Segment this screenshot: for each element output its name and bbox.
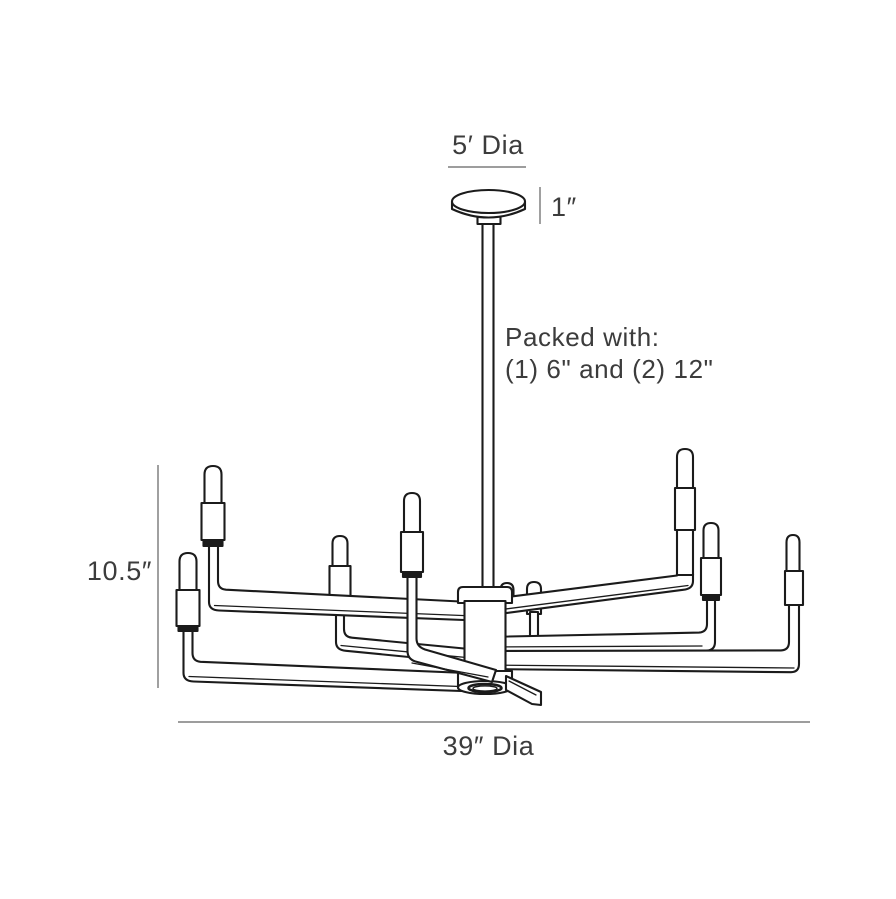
socket	[783, 569, 805, 607]
arm-edge-line	[213, 604, 488, 618]
blade	[504, 674, 543, 707]
canopy-disc	[450, 188, 527, 215]
arm	[482, 572, 695, 618]
socket	[175, 588, 201, 628]
arm-edge-line	[485, 664, 795, 669]
candle-arm-back-left	[200, 464, 492, 623]
front-arm-blade	[504, 674, 543, 707]
socket	[399, 530, 425, 574]
arm-edge-line	[188, 675, 488, 689]
downrod	[481, 218, 495, 592]
bulb	[203, 464, 223, 505]
socket-joint	[202, 538, 224, 548]
socket-joint	[401, 570, 423, 579]
arm-edge-line	[411, 662, 489, 678]
bulb	[785, 533, 801, 573]
hub-top-flange	[456, 585, 514, 605]
bulb	[331, 534, 349, 568]
candle-arm-front-left	[175, 551, 492, 694]
dimension-lines	[157, 166, 810, 723]
bulb	[675, 447, 695, 490]
socket-joint	[701, 593, 721, 602]
socket	[673, 486, 697, 532]
candle-arm-back-right	[482, 447, 697, 618]
bulb	[178, 551, 198, 592]
socket	[699, 556, 723, 597]
canopy-diameter-label: 5′ Dia	[452, 130, 524, 160]
canopy	[450, 188, 527, 226]
hub-opening-inner	[472, 685, 498, 692]
arm-edge-line	[485, 584, 689, 613]
blade-edge-line	[508, 680, 537, 696]
candle-sleeve	[675, 528, 695, 577]
fixture-height-label: 10.5″	[86, 556, 152, 586]
packed-with-line1: Packed with:	[505, 322, 660, 352]
bulb	[702, 521, 720, 560]
arm-edge-line	[485, 645, 703, 648]
candle-arm-front-center	[399, 491, 498, 684]
socket	[200, 501, 226, 542]
packed-with-line2: (1) 6" and (2) 12"	[505, 354, 714, 384]
fixture-diameter-label: 39″ Dia	[442, 731, 535, 761]
socket-joint	[177, 624, 199, 633]
arm	[406, 575, 498, 684]
canopy-height-label: 1″	[551, 192, 577, 222]
bulb	[402, 491, 422, 534]
